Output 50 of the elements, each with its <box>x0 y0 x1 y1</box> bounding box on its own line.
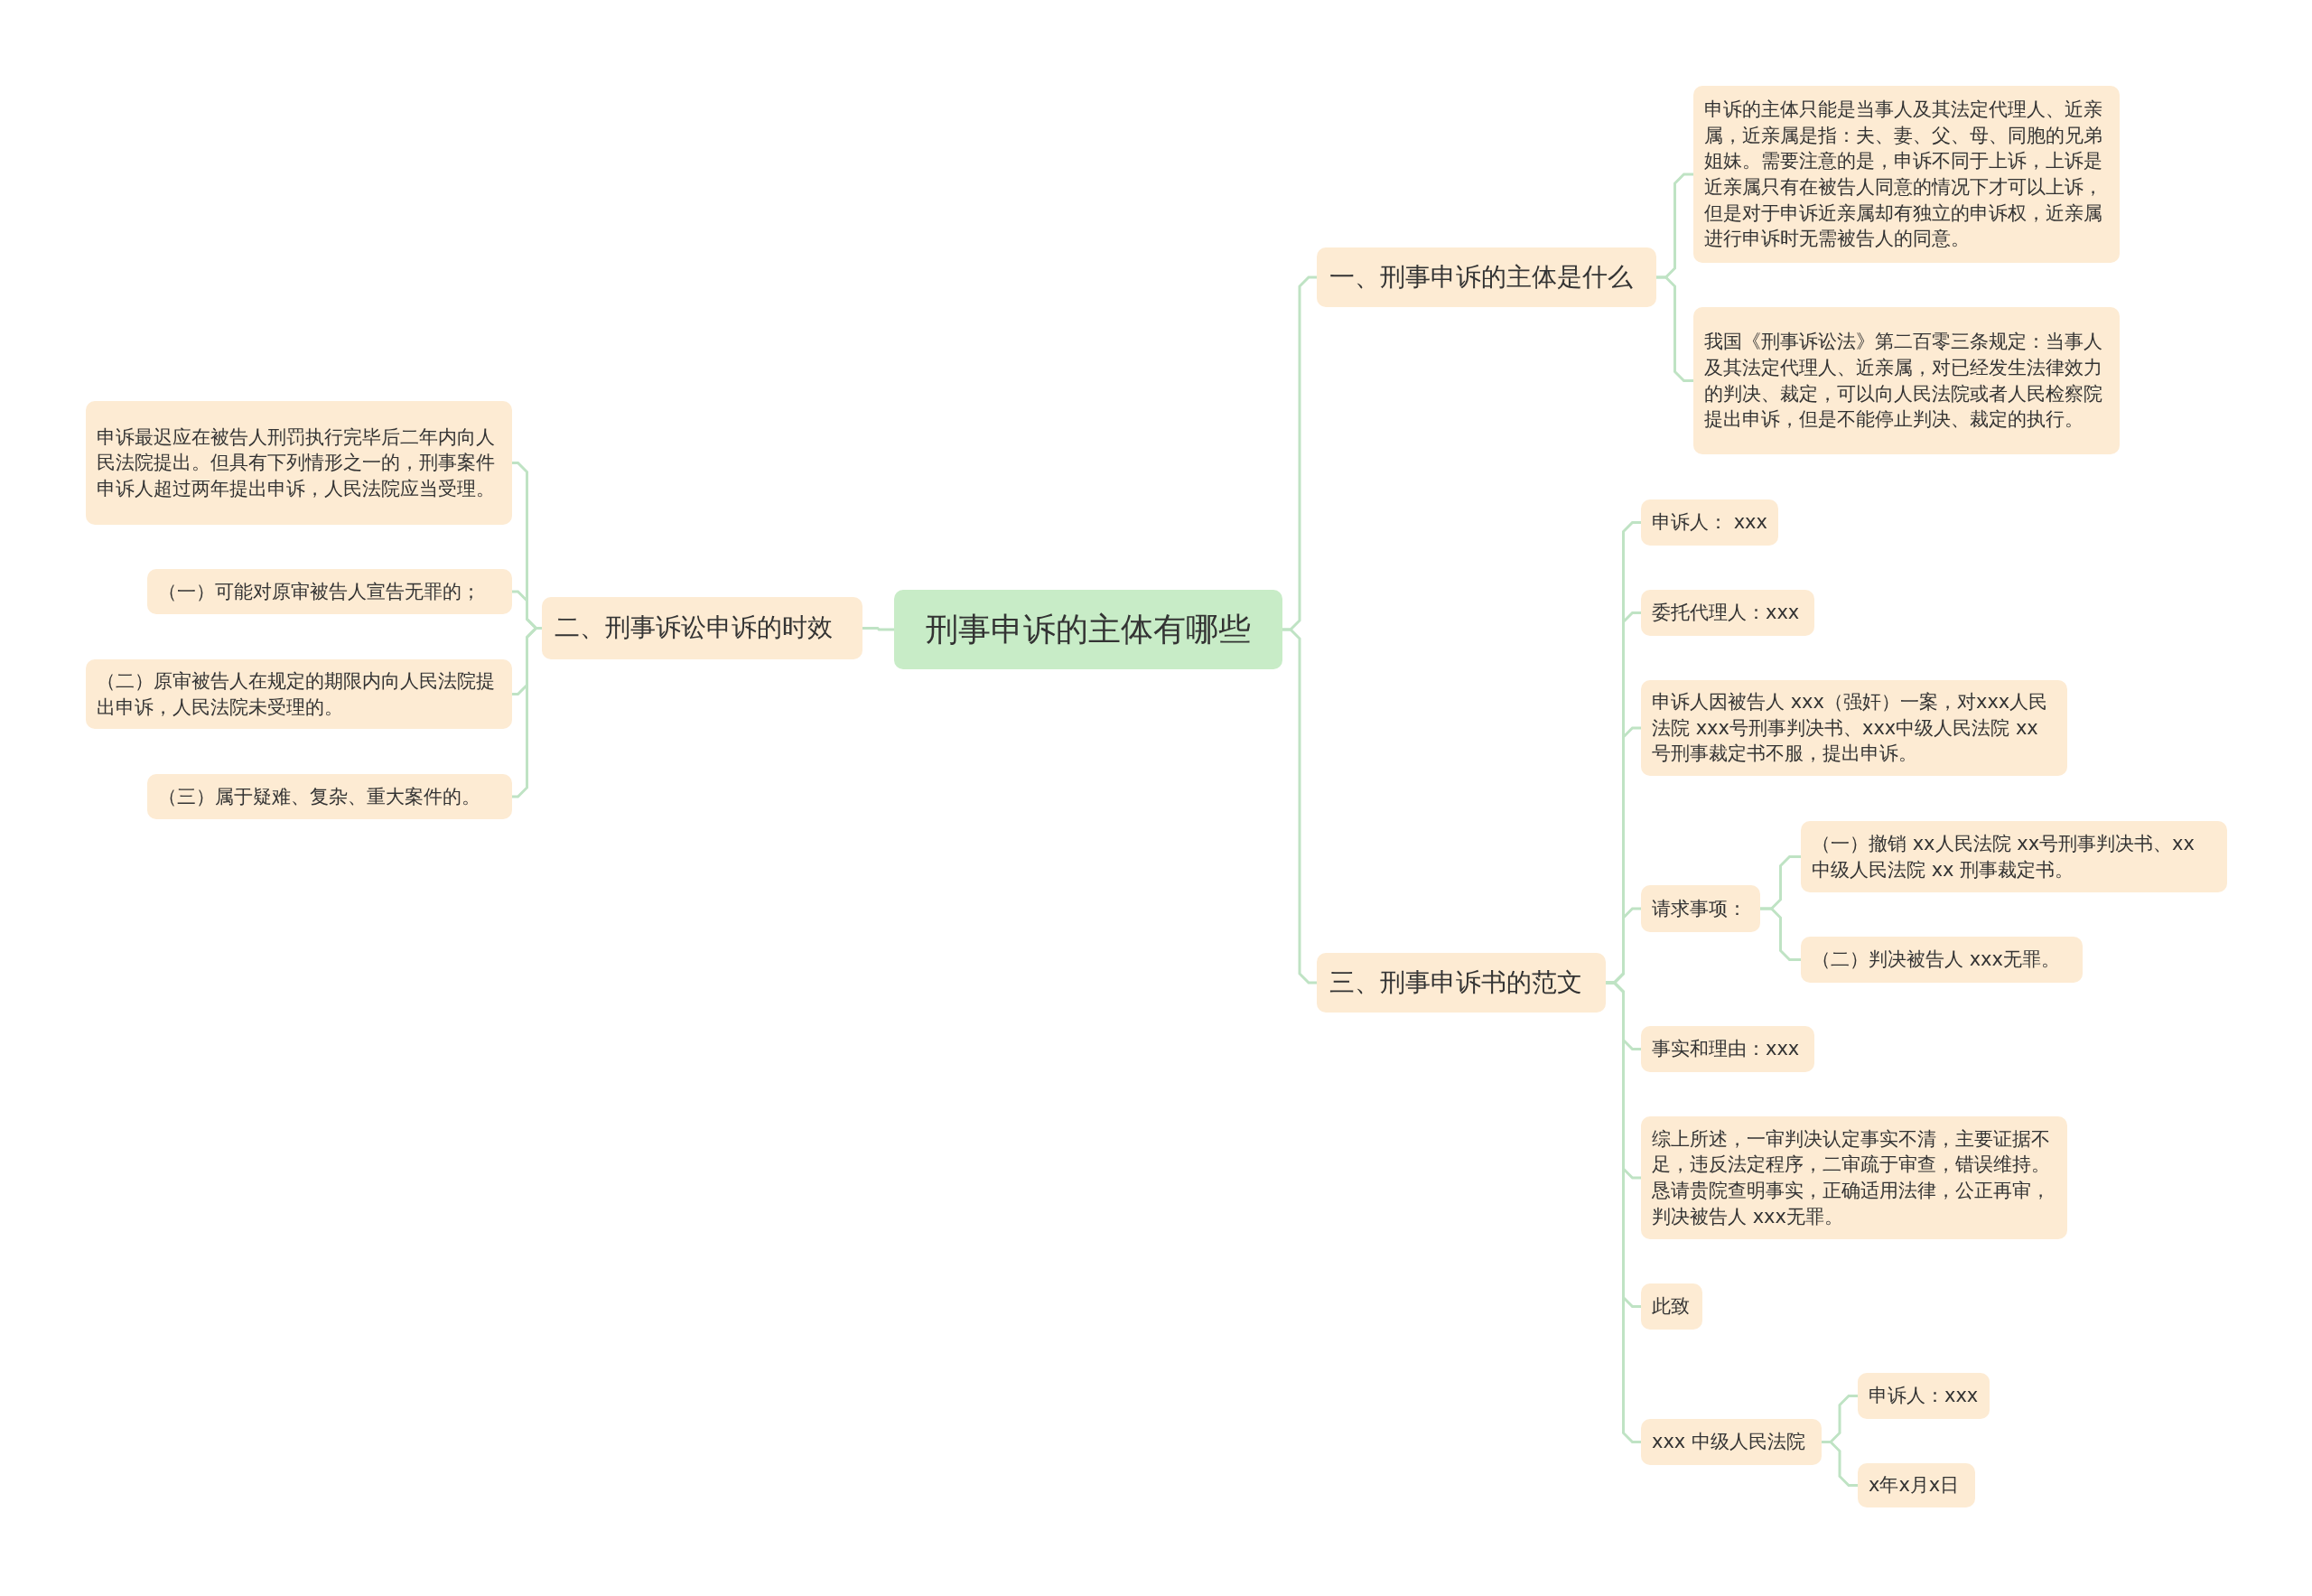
topic-text: 此致 <box>1652 1294 1691 1320</box>
topic-text: 一、刑事申诉的主体是什么 <box>1329 260 1634 294</box>
connector-line <box>1656 275 1693 382</box>
subtopic-box <box>86 401 512 525</box>
connector-line <box>1822 1441 1858 1487</box>
topic-text: 申诉人因被告人 xxx（强奸）一案，对xxx人民法院 xxx号刑事判决书、xxx中级人民法院 xx号刑事裁定书不服，提出申诉。 <box>1652 690 2049 767</box>
topic-text: （三）属于疑难、复杂、重大案件的。 <box>158 784 481 809</box>
topic-text: 委托代理人：xxx <box>1652 601 1801 626</box>
subtopic-box <box>1641 1419 1822 1465</box>
topic-text: 刑事申诉的主体有哪些 <box>926 609 1251 649</box>
topic-text: （一）撤销 xx人民法院 xx号刑事判决书、xx 中级人民法院 xx 刑事裁定书。 <box>1812 831 2195 882</box>
subtopic-box <box>1801 821 2227 892</box>
subtopic-box <box>86 659 512 729</box>
topic-text: x年x月x日 <box>1869 1473 1961 1498</box>
topic-text: 申诉人： xxx <box>1652 510 1767 536</box>
topic-text: 申诉的主体只能是当事人及其法定代理人、近亲属，近亲属是指：夫、妻、父、母、同胞的兄弟姐妹。需要注意的是，申诉不同于上诉，上诉是近亲属只有在被告人同意的情况下才可以上诉，但是对于申诉近亲属却有独立的申诉权，近亲属进行申诉时无需被告人的同意。 <box>1704 98 2103 252</box>
subtopic-box <box>1801 937 2083 983</box>
subtopic-box <box>1641 499 1778 546</box>
connector-line <box>512 627 542 798</box>
topic-text: 综上所述，一审判决认定事实不清，主要证据不足，违反法定程序，二审疏于审查，错误维持。恳请贵院查明事实，正确适用法律，公正再审，判决被告人 xxx无罪。 <box>1652 1126 2051 1229</box>
branch-topic-box <box>542 597 862 659</box>
topic-text: 我国《刑事诉讼法》第二百零三条规定：当事人及其法定代理人、近亲属，对已经发生法律效力的判决、裁定，可以向人民法院或者人民检察院提出申诉，但是不能停止判决、裁定的执行。 <box>1704 330 2103 433</box>
topic-text: xxx 中级人民法院 <box>1652 1430 1806 1455</box>
subtopic-box <box>147 569 512 614</box>
topic-text: 二、刑事诉讼申诉的时效 <box>555 611 834 645</box>
topic-text: 事实和理由：xxx <box>1652 1037 1801 1062</box>
subtopic-box <box>1693 307 2120 454</box>
branch-topic-box <box>1317 247 1656 307</box>
topic-text: 申诉人：xxx <box>1869 1384 1979 1409</box>
connector-line <box>862 627 894 631</box>
connector-line <box>1282 628 1317 985</box>
central-topic-box <box>894 590 1282 669</box>
topic-text: 申诉最迟应在被告人刑罚执行完毕后二年内向人民法院提出。但具有下列情形之一的，刑事案件申诉人超过两年提出申诉，人民法院应当受理。 <box>97 425 496 501</box>
topic-text: 请求事项： <box>1652 896 1748 921</box>
connector-line <box>1760 907 1801 961</box>
subtopic-box <box>1641 885 1760 932</box>
topic-text: （一）可能对原审被告人宣告无罪的； <box>158 579 481 604</box>
subtopic-box <box>1641 680 2067 776</box>
topic-text: 三、刑事申诉书的范文 <box>1329 966 1583 999</box>
branch-topic-box <box>1317 953 1606 1013</box>
topic-text: （二）原审被告人在规定的期限内向人民法院提出申诉，人民法院未受理的。 <box>97 668 496 720</box>
subtopic-box <box>1641 1283 1702 1330</box>
subtopic-box <box>1693 86 2120 263</box>
subtopic-box <box>1641 590 1814 636</box>
subtopic-box <box>1641 1026 1814 1072</box>
topic-text: （二）判决被告人 xxx无罪。 <box>1812 947 2061 973</box>
subtopic-box <box>1858 1373 1990 1419</box>
subtopic-box <box>1858 1463 1975 1507</box>
subtopic-box <box>147 774 512 819</box>
subtopic-box <box>1641 1116 2067 1239</box>
